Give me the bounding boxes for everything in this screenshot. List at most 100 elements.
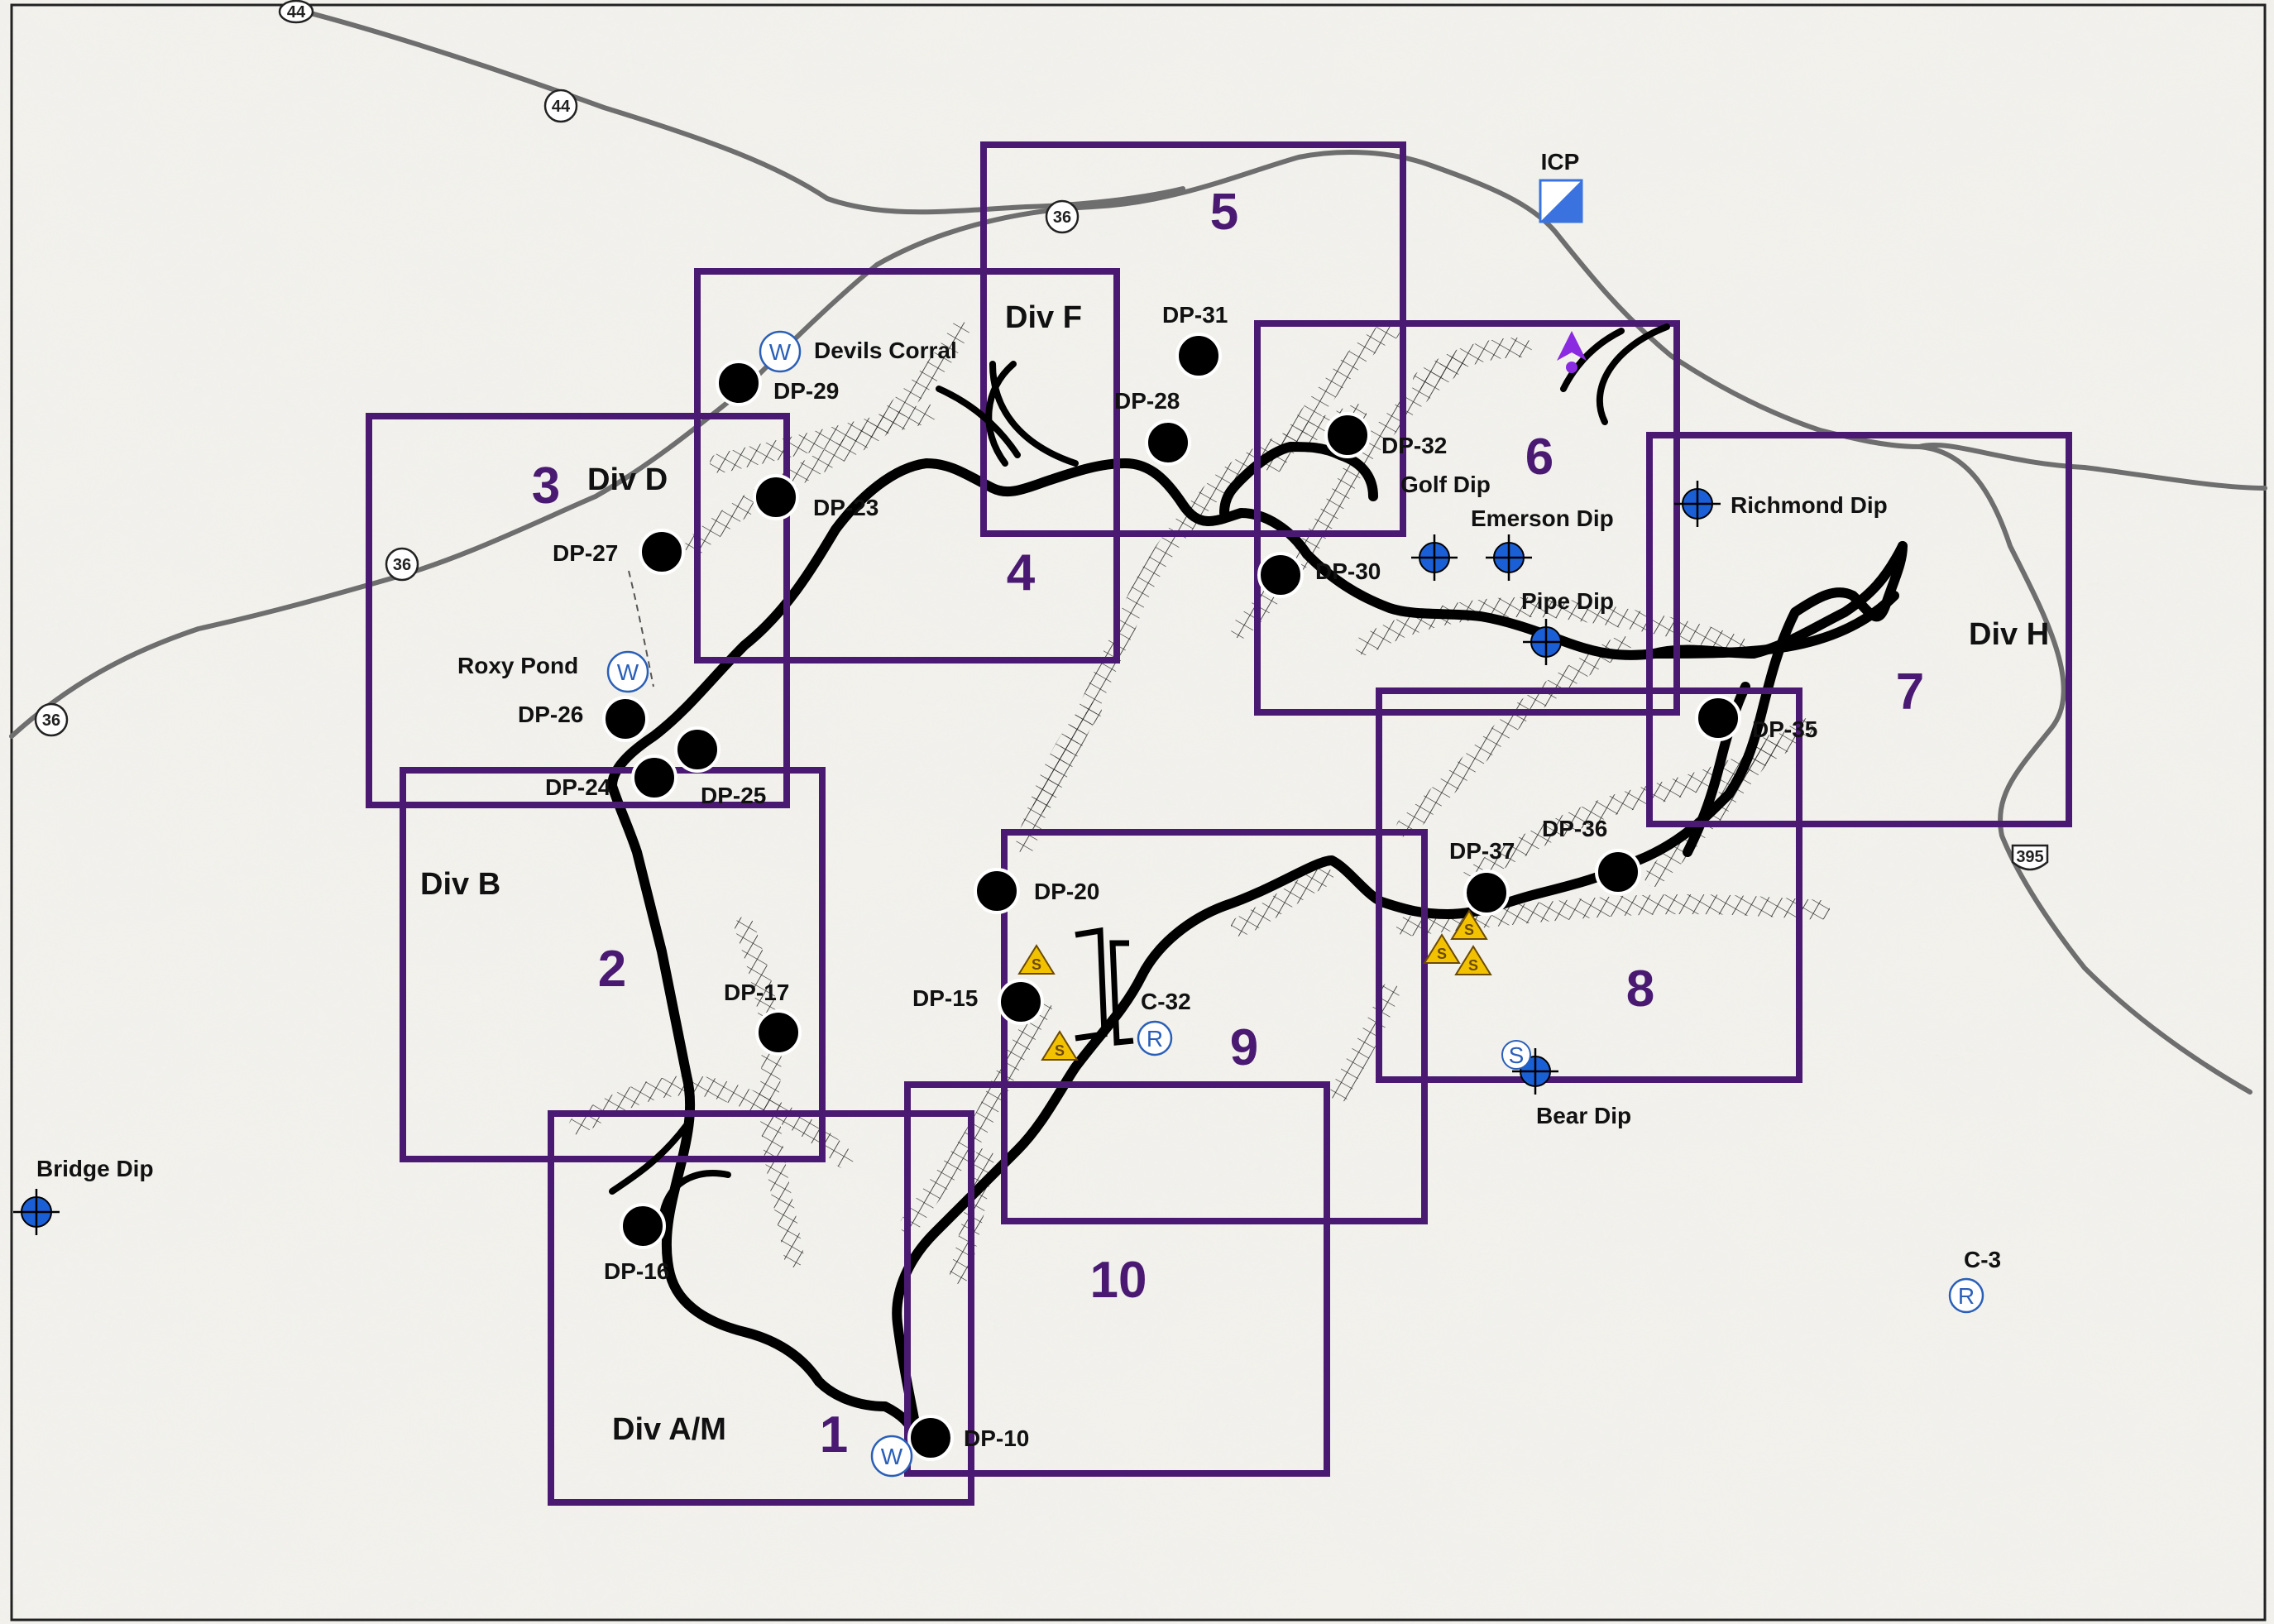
division-break-div-f [985, 361, 1017, 467]
grid-number-2: 2 [598, 941, 626, 998]
safety-marker-3: S [1450, 909, 1488, 940]
repeater-c-3: R C-3 [1948, 1247, 2001, 1314]
grid-number-7: 7 [1896, 663, 1924, 721]
label-dp-20: DP-20 [1034, 879, 1099, 904]
grid-box-numbers: 1 2 3 4 5 6 7 8 9 10 [532, 184, 1924, 1464]
dip-site-bear-dip: S Bear Dip [1501, 1040, 1631, 1128]
highway-shields: 44 44 36 36 36 395 [34, 0, 2049, 871]
highway-shield-36-north: 36 [1045, 199, 1080, 234]
label-c-32: C-32 [1141, 989, 1191, 1014]
grid-box-2 [400, 767, 826, 1162]
dip-site-pipe-dip: Pipe Dip [1521, 588, 1614, 665]
svg-text:W: W [769, 339, 792, 365]
svg-text:W: W [881, 1444, 903, 1469]
drop-points [602, 333, 1741, 1461]
repeater-c-32: R C-32 [1137, 989, 1191, 1056]
grid-box-9 [1001, 829, 1428, 1224]
svg-text:S: S [1055, 1042, 1065, 1059]
icp-marker: ICP [1539, 149, 1583, 223]
bracket-symbol [1075, 927, 1134, 1046]
svg-text:R: R [1958, 1283, 1975, 1309]
drop-point-dp-37 [1463, 869, 1510, 916]
label-dp-17: DP-17 [724, 980, 789, 1005]
grid-number-10: 10 [1090, 1252, 1147, 1309]
label-dp-30: DP-30 [1315, 558, 1381, 584]
division-labels: Div A/M Div B Div D Div F Div H [420, 300, 2049, 1447]
svg-text:395: 395 [2016, 848, 2043, 866]
label-dp-15: DP-15 [912, 985, 978, 1011]
svg-text:S: S [1464, 922, 1474, 938]
grid-box-8 [1376, 687, 1802, 1083]
label-roxy-pond: Roxy Pond [457, 653, 578, 678]
label-dp-27: DP-27 [553, 540, 618, 566]
grid-box-10 [904, 1081, 1330, 1477]
grid-number-1: 1 [820, 1406, 848, 1464]
label-golf-dip: Golf Dip [1400, 472, 1491, 497]
grid-box-6 [1254, 320, 1680, 716]
label-dp-23: DP-23 [813, 495, 878, 520]
dip-site-bridge-dip: Bridge Dip [13, 1156, 154, 1235]
division-label-h: Div H [1969, 617, 2049, 652]
helibase-marker [1557, 331, 1587, 373]
division-breaks [609, 323, 1670, 1228]
label-bridge-dip: Bridge Dip [36, 1156, 154, 1181]
drop-point-labels: DP-10 DP-15 DP-16 DP-17 DP-20 DP-23 DP-2… [518, 302, 1817, 1451]
svg-text:36: 36 [42, 711, 60, 730]
safety-marker-2: S [1041, 1030, 1079, 1061]
grid-boxes [366, 141, 2072, 1506]
dip-site-emerson-dip: Emerson Dip [1471, 505, 1614, 581]
water-source-devils-corral: W Devils Corral [759, 330, 957, 373]
label-dp-25: DP-25 [701, 783, 766, 808]
grid-number-4: 4 [1007, 544, 1036, 601]
safety-markers: S S S S S [1017, 909, 1492, 1061]
label-dp-26: DP-26 [518, 702, 583, 727]
label-dp-16: DP-16 [604, 1258, 669, 1284]
highway-shield-44-top: 44 [278, 0, 314, 24]
svg-text:44: 44 [287, 3, 306, 22]
label-dp-28: DP-28 [1114, 388, 1180, 414]
drop-point-dp-25 [674, 726, 720, 773]
grid-number-5: 5 [1210, 184, 1238, 241]
grid-box-1 [548, 1110, 974, 1506]
label-dp-37: DP-37 [1449, 838, 1515, 864]
drop-point-dp-28 [1145, 419, 1191, 466]
svg-text:S: S [1032, 956, 1041, 973]
label-dp-35: DP-35 [1752, 716, 1817, 742]
grid-box-5 [980, 141, 1406, 537]
grid-box-3 [366, 413, 790, 808]
highway-shield-36-west: 36 [34, 702, 69, 737]
highway-395-road [1917, 442, 2267, 491]
water-source-dp-10: W [870, 1435, 913, 1478]
label-emerson-dip: Emerson Dip [1471, 505, 1614, 531]
icp-label: ICP [1541, 149, 1580, 175]
svg-text:44: 44 [552, 98, 571, 116]
map-frame [10, 3, 2267, 1622]
label-dp-36: DP-36 [1542, 816, 1607, 841]
label-dp-10: DP-10 [964, 1425, 1029, 1451]
drop-point-dp-30 [1257, 552, 1304, 598]
division-label-d: Div D [587, 462, 668, 497]
repeaters: R C-32 R C-3 [1137, 989, 2001, 1314]
dip-site-richmond-dip: Richmond Dip [1674, 481, 1888, 527]
drop-point-dp-31 [1175, 333, 1222, 379]
drop-point-dp-16 [620, 1203, 666, 1249]
dip-sites: Bridge Dip Richmond Dip Emerson Dip Golf… [13, 472, 1888, 1235]
drop-point-dp-24 [631, 755, 677, 801]
drop-point-dp-23 [753, 474, 799, 520]
railroad [628, 570, 654, 687]
highway-shield-44: 44 [543, 89, 578, 123]
svg-text:36: 36 [1053, 208, 1071, 227]
label-dp-24: DP-24 [545, 774, 611, 800]
drop-point-dp-17 [755, 1009, 802, 1056]
dip-site-golf-dip: Golf Dip [1400, 472, 1491, 581]
division-label-a-m: Div A/M [612, 1412, 726, 1447]
drop-point-dp-36 [1595, 849, 1641, 895]
label-dp-32: DP-32 [1381, 433, 1447, 458]
svg-text:S: S [1468, 957, 1478, 974]
grid-number-6: 6 [1525, 429, 1554, 486]
label-dp-31: DP-31 [1162, 302, 1228, 328]
drop-point-dp-27 [639, 529, 685, 575]
svg-text:36: 36 [393, 556, 411, 574]
label-pipe-dip: Pipe Dip [1521, 588, 1614, 614]
